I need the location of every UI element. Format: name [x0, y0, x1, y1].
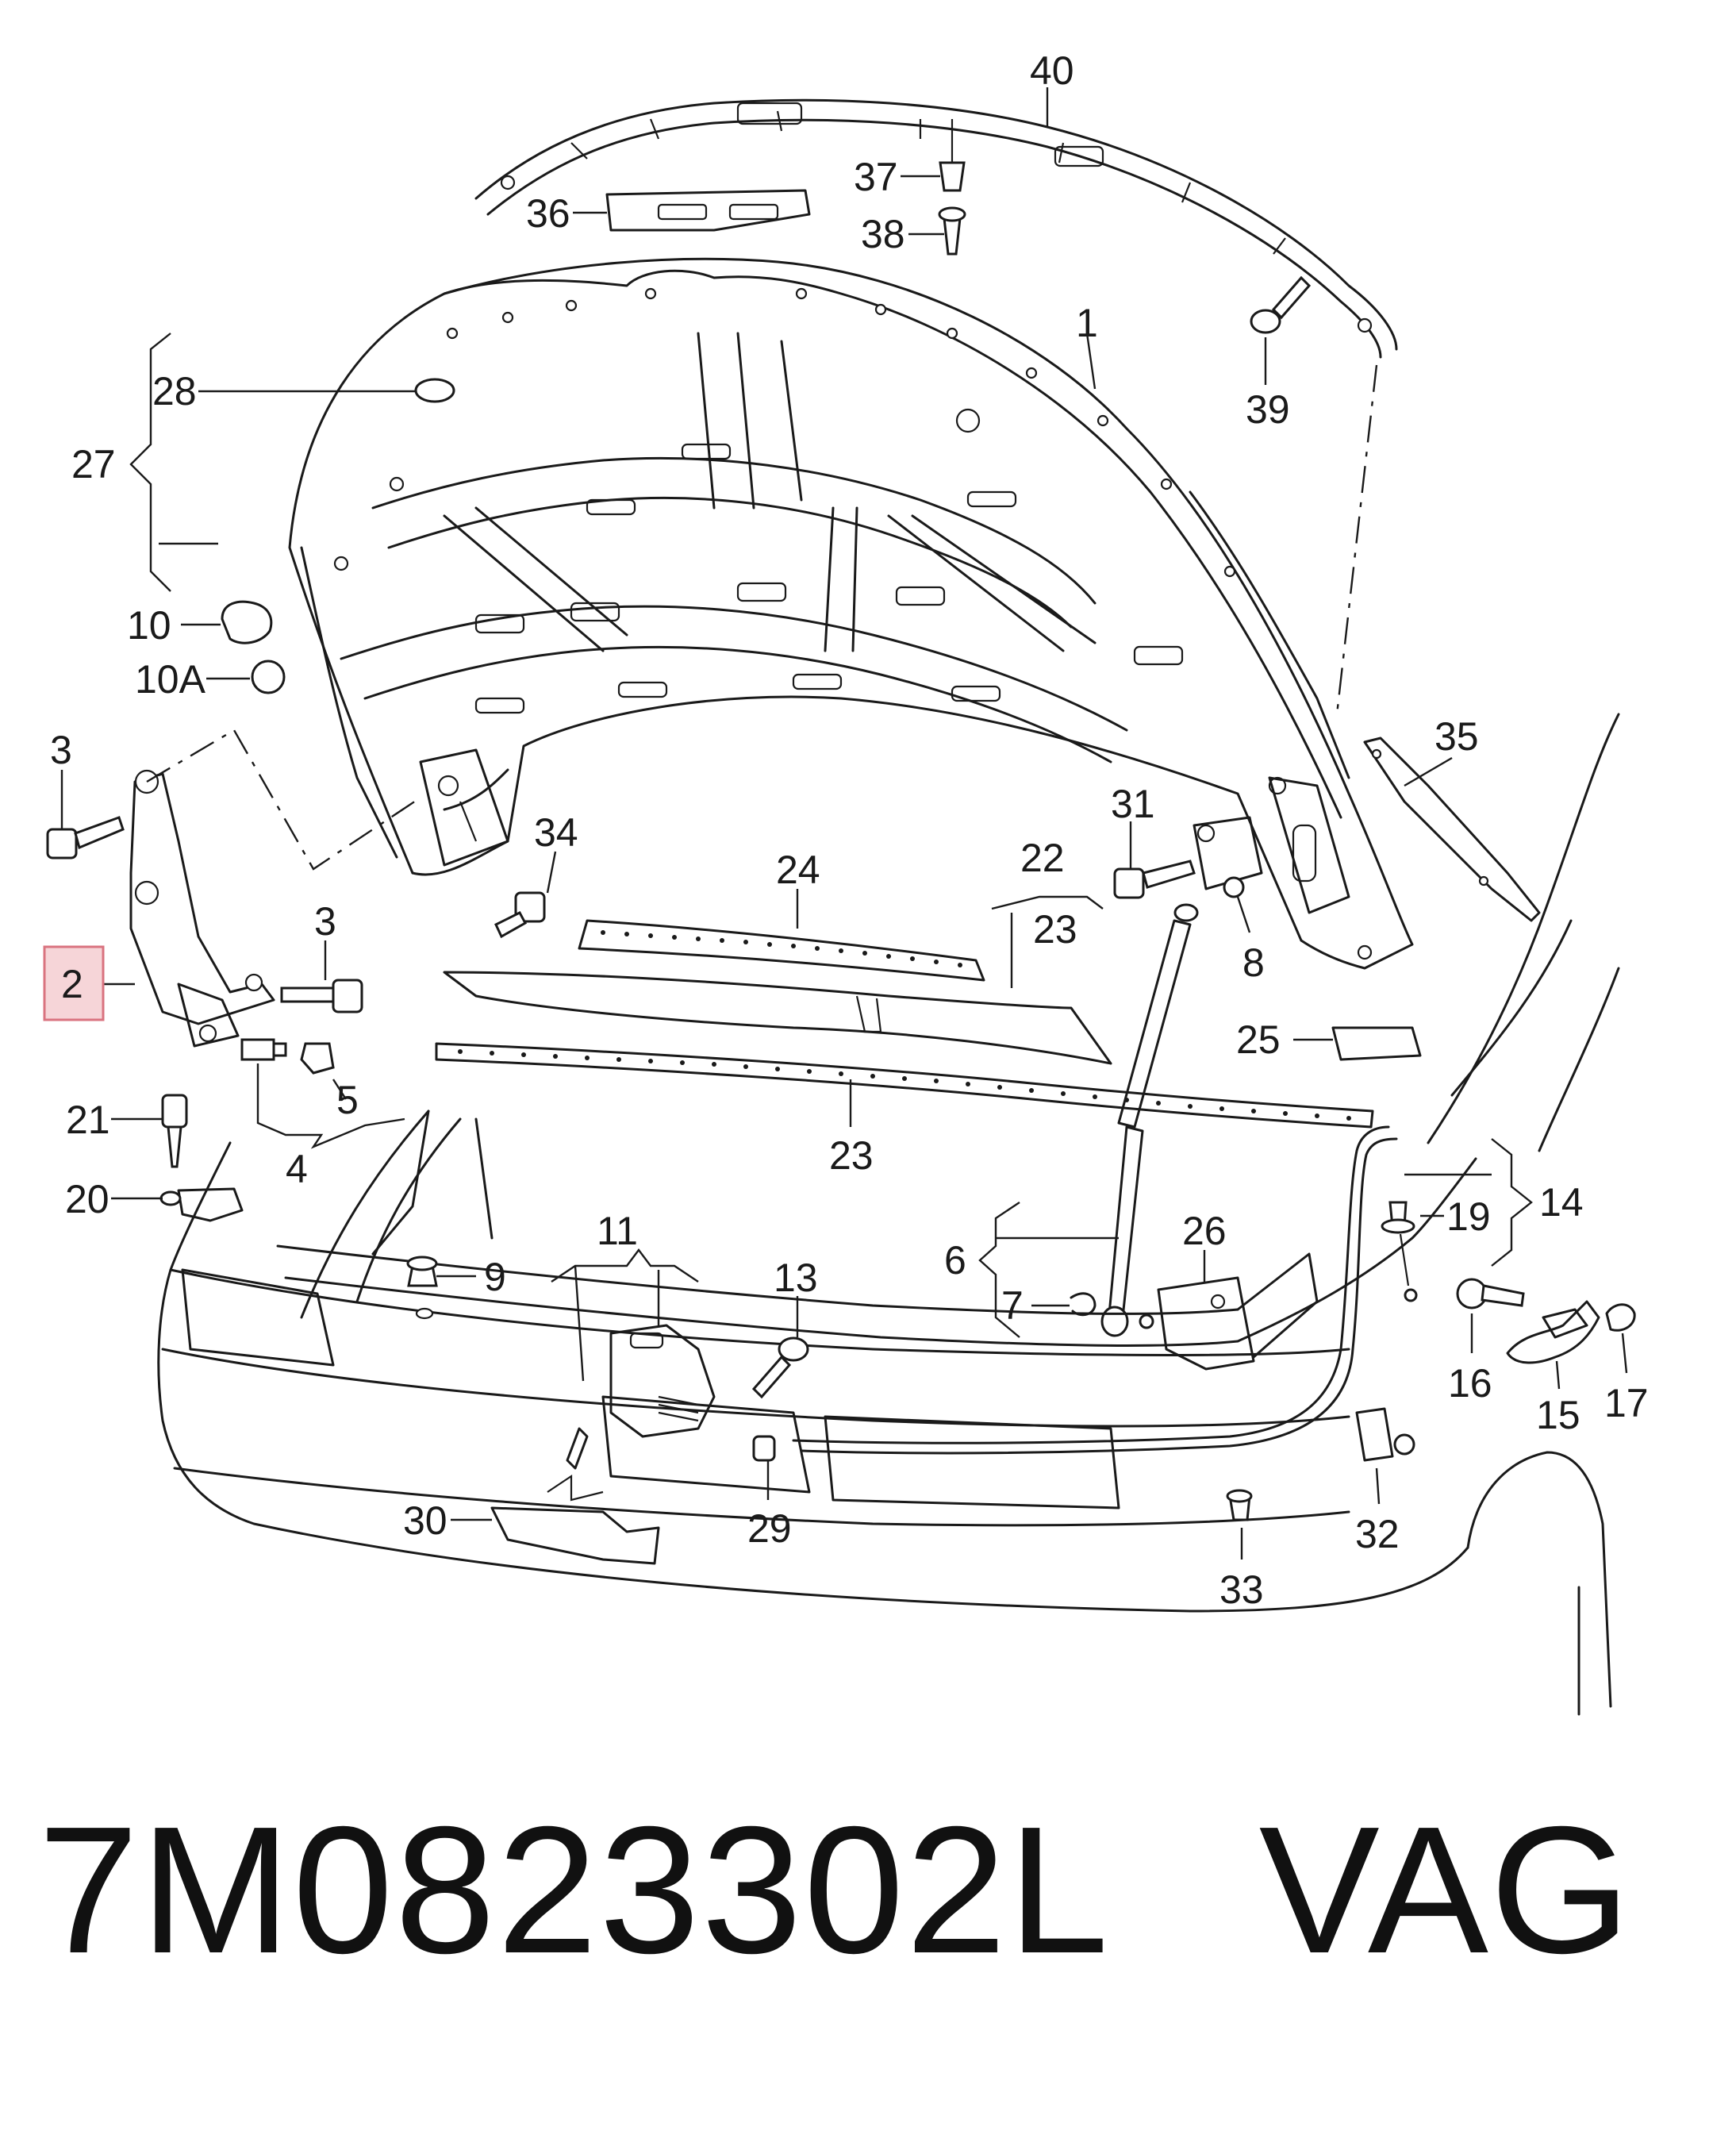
part-37-clip [939, 119, 966, 192]
front-trim-strip [474, 98, 1398, 359]
callout-23-lower: 23 [829, 1133, 874, 1178]
callout-15: 15 [1536, 1393, 1580, 1437]
part-39-bolt [1250, 275, 1312, 334]
callout-2: 2 [61, 962, 83, 1006]
highlight-box-part-2 [43, 945, 105, 1021]
callout-10: 10 [127, 603, 171, 648]
callout-29: 29 [747, 1506, 792, 1551]
callout-37: 37 [854, 155, 898, 199]
callout-1: 1 [1076, 301, 1098, 345]
callout-24: 24 [776, 848, 820, 892]
callout-8: 8 [1242, 940, 1265, 985]
callout-28: 28 [152, 369, 197, 413]
callout-30: 30 [403, 1498, 447, 1543]
callout-27: 27 [71, 442, 116, 487]
part-5-nut [300, 1042, 335, 1075]
callout-20: 20 [65, 1177, 109, 1221]
part-25-guide [1331, 1026, 1422, 1061]
part-23-seal-long [435, 1042, 1374, 1129]
callout-13: 13 [774, 1256, 818, 1300]
hood-holes [333, 287, 1373, 960]
part-30-bracket [490, 1474, 660, 1565]
part-6-gas-strut [1100, 903, 1199, 1337]
callout-11: 11 [597, 1209, 638, 1253]
part-28-plug [414, 378, 455, 403]
callout-34: 34 [534, 810, 578, 855]
callout-3-upper: 3 [50, 728, 72, 772]
car-front-body [157, 713, 1620, 1716]
part-number: 7M0823302L [38, 1790, 1104, 1991]
part-2-hood-hinge [129, 769, 275, 1048]
callout-17: 17 [1604, 1381, 1649, 1425]
part-11-hood-lock [609, 1324, 716, 1438]
callout-26: 26 [1182, 1209, 1227, 1253]
part-19-clip [1381, 1201, 1418, 1302]
callout-25: 25 [1236, 1017, 1281, 1062]
callout-labels: 40 37 38 36 1 39 28 27 10 10A 3 3 2 5 4 … [50, 48, 1649, 1612]
part-16-bolt [1456, 1278, 1525, 1310]
part-10-buffer [221, 600, 273, 644]
part-33-grommet [1226, 1489, 1253, 1521]
callout-22: 22 [1020, 836, 1065, 880]
callout-5: 5 [336, 1078, 359, 1122]
part-9-buffer [406, 1256, 438, 1320]
hood-slots [474, 443, 1184, 714]
leader-lines [60, 87, 1628, 1560]
callout-10A: 10A [135, 657, 206, 702]
part-number-caption: 7M0823302L VAG [38, 1800, 1632, 1981]
part-7-clip [1070, 1292, 1097, 1317]
callout-19: 19 [1446, 1194, 1491, 1239]
callout-40: 40 [1030, 48, 1074, 93]
part-26-bracket [1139, 1276, 1255, 1371]
part-38-screw [938, 206, 966, 256]
part-8-bracket [1193, 816, 1263, 898]
part-15-release-lever [1506, 1300, 1600, 1364]
callout-14: 14 [1539, 1180, 1584, 1225]
callout-3-lower: 3 [314, 899, 336, 944]
part-10A-plug [251, 660, 286, 694]
callout-31: 31 [1111, 782, 1155, 826]
callout-7: 7 [1001, 1283, 1024, 1328]
part-20-bracket [159, 1187, 244, 1222]
callout-38: 38 [861, 212, 905, 256]
part-34-bolt [494, 891, 546, 939]
part-36-cover [605, 189, 811, 232]
callout-36: 36 [526, 191, 570, 236]
part-3-bolt-lower [280, 979, 363, 1013]
part-35-side-trim [1363, 736, 1541, 922]
part-17-clip [1605, 1303, 1636, 1332]
lock-link-rod [566, 1427, 589, 1470]
part-32-clip [1355, 1407, 1415, 1462]
part-22-seal-panel [443, 971, 1112, 1065]
part-21-bolt [161, 1094, 188, 1168]
callout-16: 16 [1448, 1361, 1492, 1406]
callout-4: 4 [286, 1147, 308, 1191]
callout-9: 9 [484, 1255, 506, 1299]
part-4-stud [240, 1038, 287, 1061]
callout-33: 33 [1219, 1567, 1264, 1612]
part-31-bolt [1113, 860, 1196, 899]
part-13-bolt [751, 1336, 809, 1399]
brand-name: VAG [1258, 1790, 1633, 1991]
callout-39: 39 [1246, 387, 1290, 432]
part-29-grommet [752, 1435, 776, 1462]
hood-panel [288, 257, 1414, 970]
callout-23-upper: 23 [1033, 907, 1077, 952]
callout-6: 6 [944, 1238, 966, 1283]
part-24-seal-strip [578, 919, 985, 982]
callout-35: 35 [1435, 714, 1479, 759]
callout-21: 21 [66, 1098, 110, 1142]
callout-32: 32 [1355, 1512, 1400, 1556]
part-3-bolt-upper [46, 816, 125, 860]
